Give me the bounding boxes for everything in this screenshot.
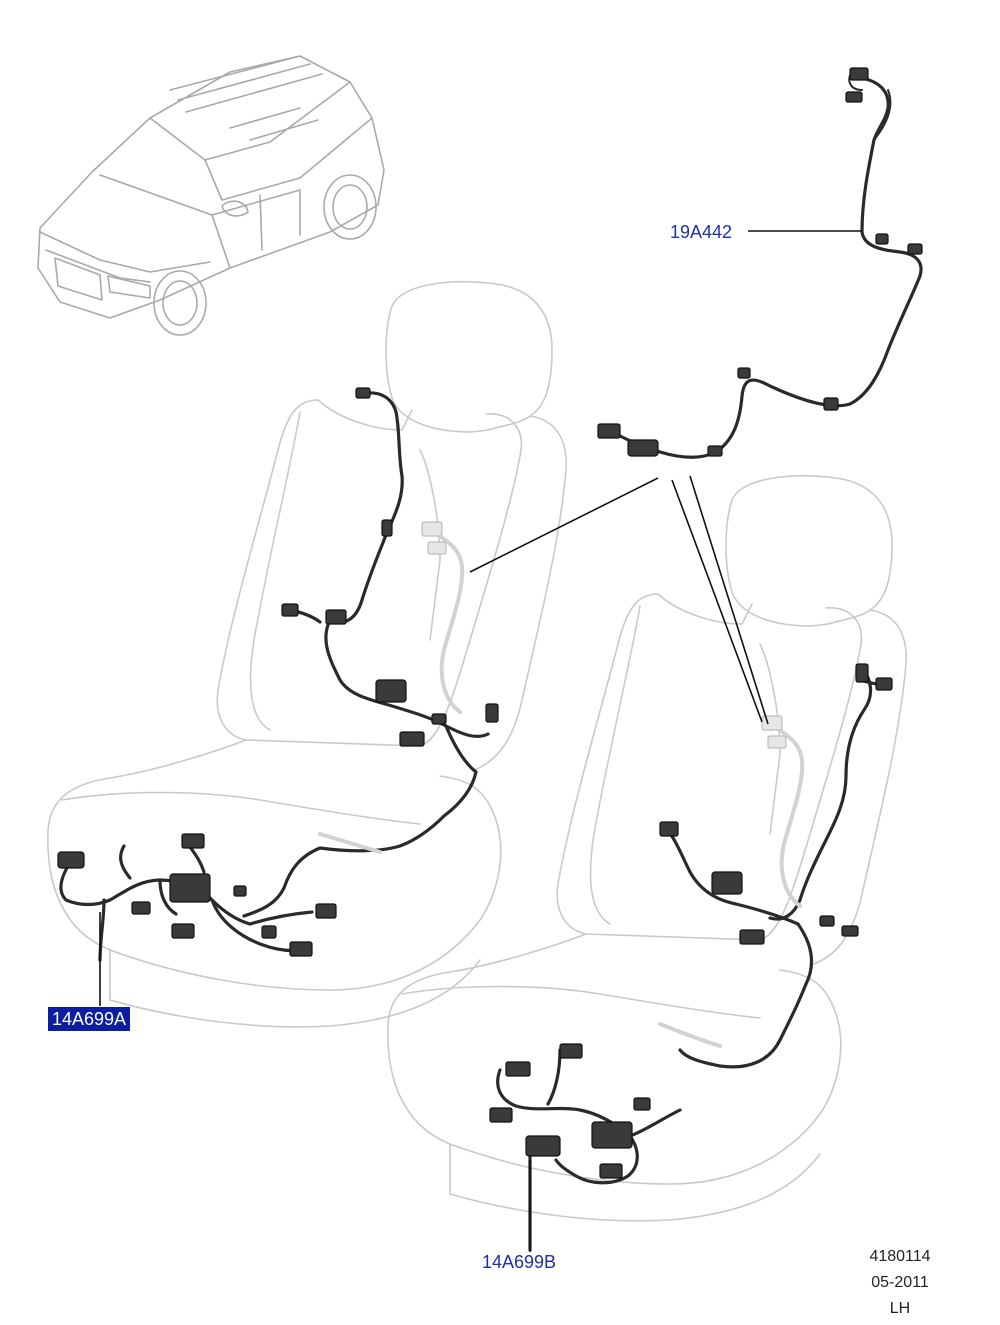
- wiring-harness-ghost-left: [318, 521, 465, 854]
- wiring-harness-icon-left-back: [242, 387, 499, 918]
- callout-14A699A[interactable]: 14A699A: [47, 1007, 131, 1031]
- diagram-code: 4180114: [869, 1248, 931, 1265]
- vehicle-overview-icon: [37, 55, 385, 336]
- leader-lines: [99, 230, 862, 1252]
- callout-14A699B[interactable]: 14A699B: [482, 1252, 557, 1272]
- diagram-side: LH: [889, 1300, 911, 1317]
- callout-19A442[interactable]: 19A442: [670, 222, 733, 242]
- seat-icon: [47, 281, 567, 1028]
- diagram-date: 05-2011: [871, 1274, 929, 1291]
- wiring-harness-icon-right-cushion: [489, 1043, 682, 1252]
- wiring-harness-icon: [597, 67, 923, 459]
- wiring-harness-icon-left-cushion: [57, 833, 337, 962]
- wiring-harness-icon-right-back: [659, 663, 893, 1069]
